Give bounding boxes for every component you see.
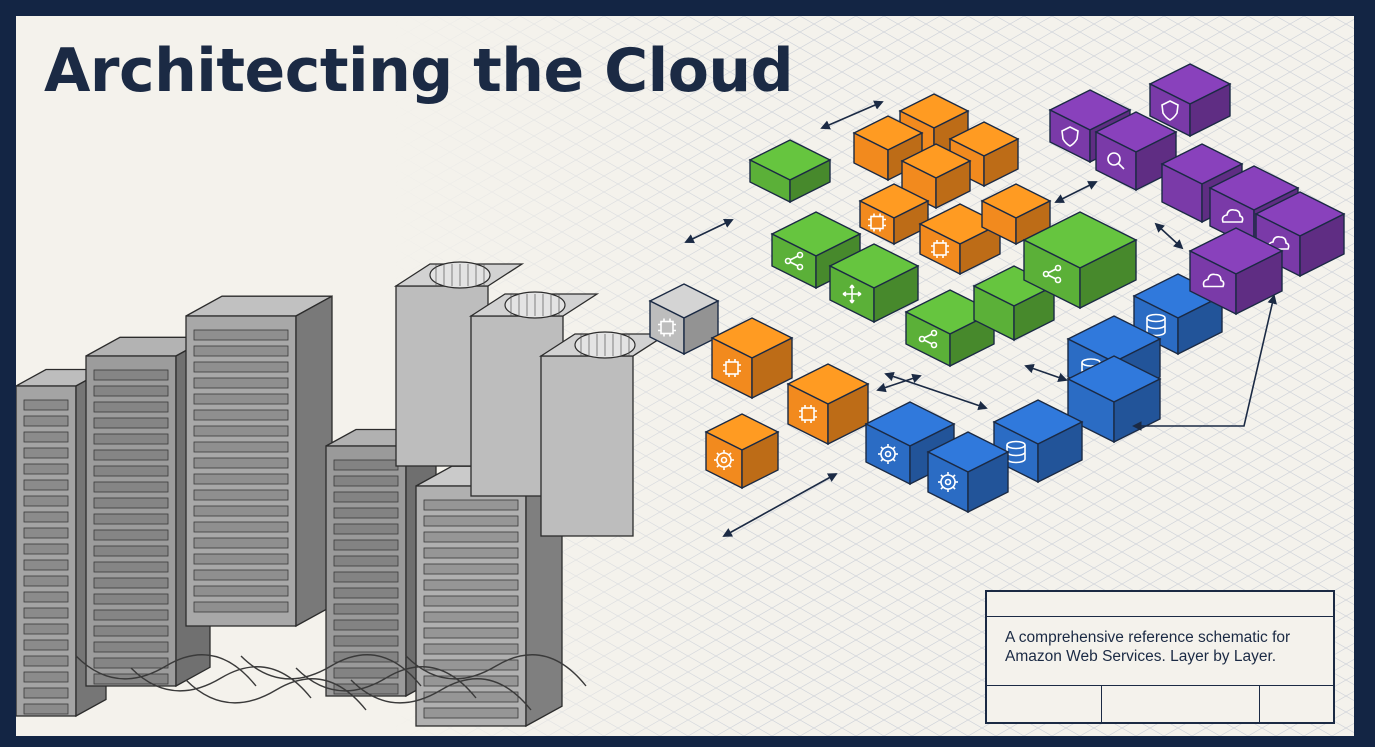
cube-right — [1037, 420, 1083, 484]
chip-icon — [931, 240, 949, 258]
poster-canvas: Architecting the Cloud A comprehensive r… — [16, 16, 1354, 736]
cube-right — [683, 299, 719, 356]
flow-arrow — [884, 371, 988, 411]
transition-cube — [648, 283, 720, 356]
footer-divider — [1259, 686, 1260, 722]
share-icon — [784, 251, 804, 271]
compute-cube — [898, 93, 970, 160]
flow-arrow — [1024, 364, 1068, 382]
security-cube — [1148, 63, 1232, 138]
network-cube — [770, 211, 862, 290]
gear-icon — [714, 450, 734, 470]
cable — [130, 666, 312, 699]
cube-right — [1189, 82, 1231, 138]
flow-arrow — [820, 100, 884, 130]
compute-cube — [710, 317, 794, 400]
server-rack — [415, 465, 563, 728]
chip-icon — [799, 405, 817, 423]
page-title: Architecting the Cloud — [44, 36, 794, 106]
security-cube — [1254, 191, 1346, 278]
diagram-illustration — [16, 16, 1354, 736]
database-cube — [992, 399, 1084, 484]
cube-right — [983, 137, 1019, 188]
search-icon — [1107, 152, 1125, 170]
cube-right — [789, 158, 831, 204]
fan-icon — [429, 261, 491, 289]
cable — [75, 654, 257, 687]
cable — [350, 678, 532, 711]
cable — [185, 678, 367, 711]
cube-right — [751, 336, 793, 400]
cube-right — [893, 199, 929, 246]
share-icon — [1042, 264, 1062, 284]
cube-right — [959, 222, 1001, 276]
cloud-icon — [1221, 209, 1244, 223]
fan-icon — [574, 331, 636, 359]
shield-icon — [1161, 100, 1179, 121]
chip-icon — [868, 213, 886, 232]
cube-right — [949, 310, 995, 368]
server-rack — [185, 295, 333, 628]
cube-right — [1299, 212, 1345, 278]
share-icon — [918, 329, 938, 349]
security-cube — [1094, 111, 1178, 192]
network-cube — [904, 289, 996, 368]
cube-right — [827, 382, 869, 446]
title-block-footer — [987, 685, 1333, 722]
footer-divider — [1101, 686, 1102, 722]
compute-cube — [900, 143, 972, 210]
network-cube — [828, 243, 920, 324]
cable — [405, 654, 587, 687]
flow-arrows — [684, 100, 1277, 537]
cloud-icon — [1202, 273, 1225, 288]
fan-icon — [504, 291, 566, 319]
compute-cube — [918, 203, 1002, 276]
flow-arrow — [1154, 222, 1184, 250]
title-block-header — [987, 592, 1333, 617]
shield-icon — [1061, 126, 1079, 147]
compute-cube — [980, 183, 1052, 246]
cooling-unit — [538, 331, 670, 537]
gear-icon — [938, 472, 958, 492]
chip-icon — [723, 359, 741, 377]
network-cube — [972, 265, 1056, 342]
compute-cube — [786, 363, 870, 446]
cloud-icon — [1267, 236, 1290, 250]
network-cube — [748, 139, 832, 204]
compute-cube — [858, 183, 930, 246]
gear-icon — [878, 444, 898, 464]
title-block: A comprehensive reference schematic for … — [985, 590, 1335, 724]
flow-arrow — [1132, 294, 1277, 431]
arrows-icon — [842, 284, 862, 304]
legacy-datacenter — [16, 261, 670, 728]
database-cube — [926, 431, 1010, 514]
flow-arrow — [1054, 181, 1098, 203]
network-cube — [1022, 211, 1138, 310]
cube-right — [1013, 284, 1055, 342]
service-cubes — [648, 63, 1346, 514]
cube-right — [935, 159, 971, 210]
cube-right — [1079, 238, 1137, 310]
chip-icon — [658, 318, 676, 337]
tagline: A comprehensive reference schematic for … — [1005, 629, 1291, 665]
cable — [240, 654, 422, 687]
flow-arrow — [684, 218, 734, 244]
cube-right — [873, 264, 919, 324]
compute-cube — [948, 121, 1020, 188]
flow-arrow — [722, 473, 838, 537]
cube-right — [1015, 199, 1051, 246]
cube-right — [967, 450, 1009, 514]
cable — [295, 666, 477, 699]
